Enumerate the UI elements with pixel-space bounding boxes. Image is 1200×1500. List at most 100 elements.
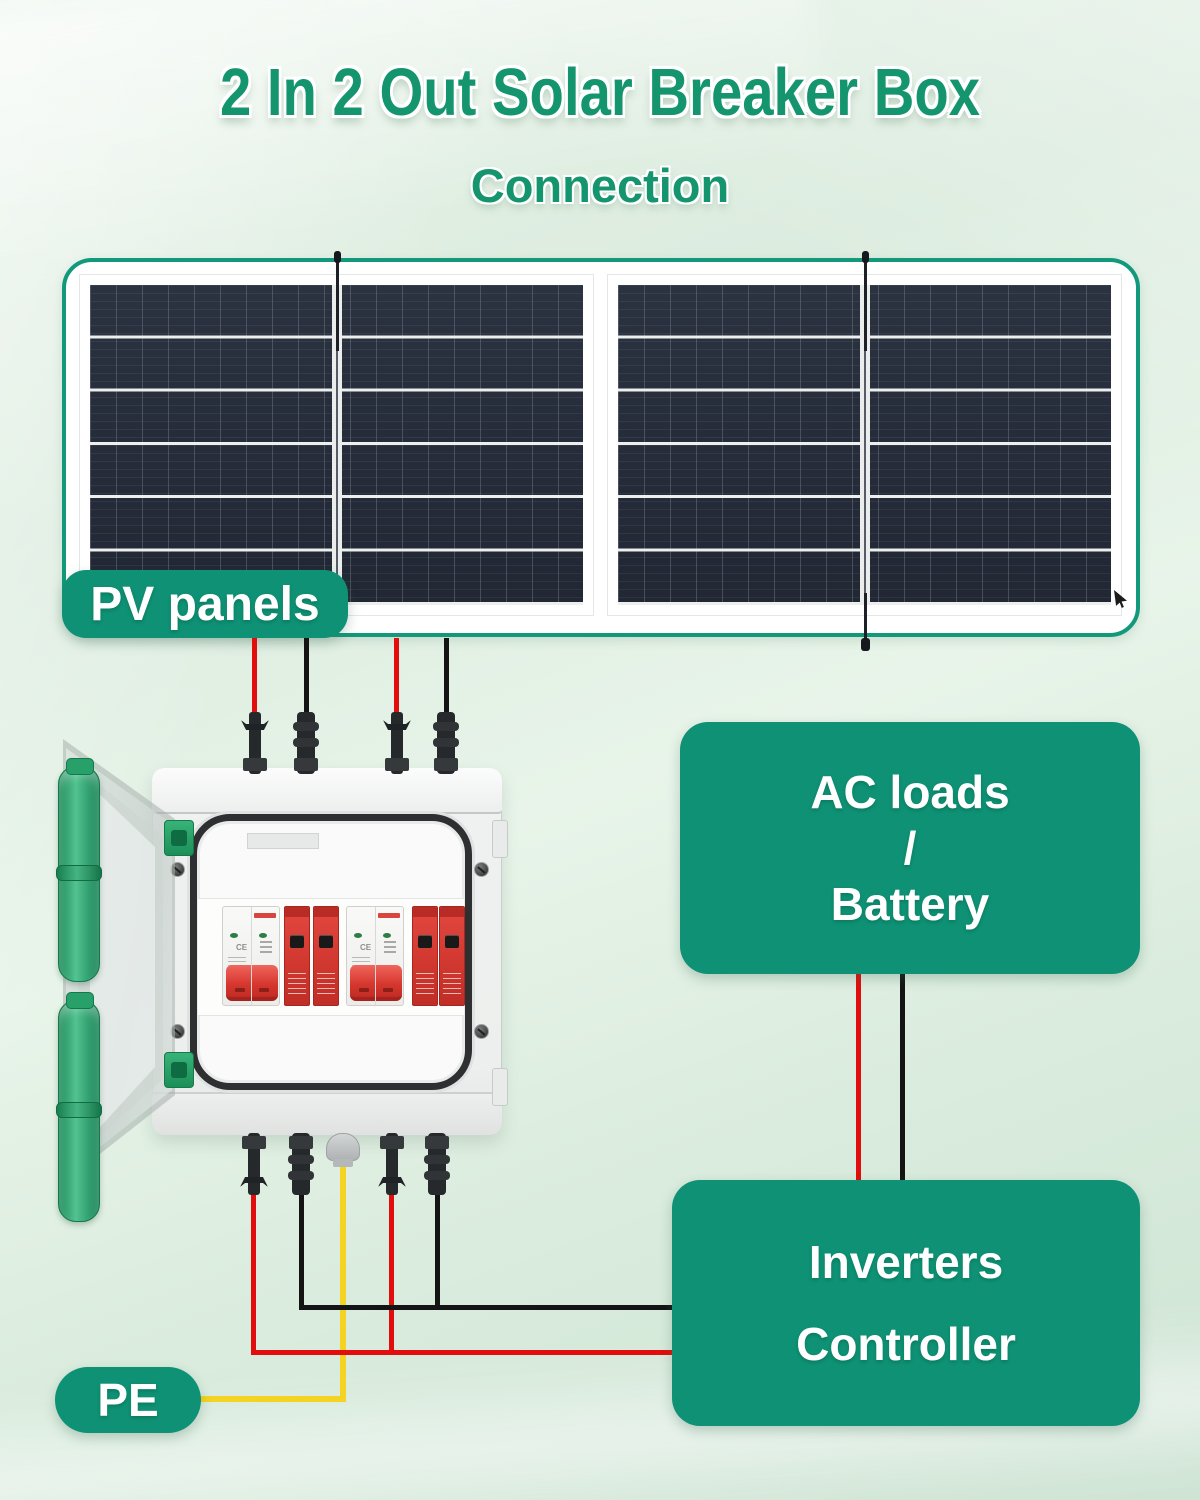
page-title: 2 In 2 Out Solar Breaker Box bbox=[219, 55, 981, 130]
breaker-spec-text bbox=[384, 941, 396, 955]
mc4-ring bbox=[424, 1171, 450, 1180]
pe-label-text: PE bbox=[97, 1374, 159, 1426]
mc4-clip bbox=[383, 720, 411, 730]
mc4-connector-female bbox=[432, 712, 460, 774]
door-latch-top bbox=[164, 820, 194, 856]
wire-out2-negative bbox=[435, 1175, 440, 1310]
wire-pv2-positive bbox=[394, 638, 399, 718]
mc4-clip bbox=[241, 720, 269, 730]
pv-panels-label: PV panels bbox=[62, 570, 348, 638]
wire-ac-negative bbox=[900, 972, 905, 1182]
breaker-toggle-handle bbox=[350, 965, 402, 1001]
mc4-nut bbox=[242, 1136, 266, 1149]
wire-pv1-negative bbox=[304, 638, 309, 718]
mc4-nut bbox=[380, 1136, 404, 1149]
mc4-ring bbox=[433, 722, 459, 731]
door-latch-bottom bbox=[164, 1052, 194, 1088]
mc4-ring bbox=[433, 738, 459, 747]
breaker-led bbox=[383, 933, 391, 938]
ac-loads-battery-box: AC loads / Battery bbox=[680, 722, 1140, 974]
inverters-box-line1: Inverters bbox=[808, 1236, 1004, 1288]
ac-box-line3: Battery bbox=[830, 878, 990, 930]
mc4-connector-male bbox=[378, 1133, 406, 1195]
mc4-ring bbox=[293, 738, 319, 747]
circuit-breaker-1: CE bbox=[222, 906, 280, 1006]
wire-pv2-negative bbox=[444, 638, 449, 718]
spd-status-window bbox=[445, 935, 459, 948]
panel-wire-lead bbox=[860, 593, 870, 651]
breaker-led bbox=[354, 933, 362, 938]
breaker-led bbox=[259, 933, 267, 938]
pv-array-frame bbox=[62, 251, 1140, 651]
solar-panel-center-rail bbox=[859, 285, 870, 605]
inverters-box-line2: Controller bbox=[796, 1318, 1016, 1370]
breaker-spec-text bbox=[228, 957, 246, 967]
mc4-ring bbox=[288, 1171, 314, 1180]
ce-mark: CE bbox=[360, 943, 372, 952]
page-subtitle: Connection bbox=[470, 159, 730, 212]
wire-negative-bus bbox=[299, 1305, 676, 1310]
surge-protector-2 bbox=[313, 906, 339, 1006]
mc4-ring bbox=[293, 722, 319, 731]
wire-ac-positive bbox=[856, 972, 861, 1182]
breaker-toggle-handle bbox=[226, 965, 278, 1001]
label-window bbox=[247, 833, 319, 849]
breaker-indicator-stripe bbox=[378, 913, 400, 918]
spd-cap bbox=[285, 907, 309, 917]
spd-cap bbox=[413, 907, 437, 917]
mc4-connector-male bbox=[383, 712, 411, 774]
spd-spec-text bbox=[317, 973, 335, 995]
mc4-connector-male bbox=[241, 712, 269, 774]
solar-panel-left bbox=[79, 251, 594, 616]
inverters-controller-box: Inverters Controller bbox=[672, 1180, 1140, 1426]
wire-positive-bus bbox=[251, 1350, 676, 1355]
background-light-streak bbox=[0, 0, 835, 289]
hinge-collar bbox=[56, 865, 102, 882]
surge-protector-3 bbox=[412, 906, 438, 1006]
surge-protector-4 bbox=[439, 906, 465, 1006]
ac-box-line1: AC loads bbox=[810, 766, 1010, 818]
mc4-connector-male bbox=[240, 1133, 268, 1195]
spd-spec-text bbox=[288, 973, 306, 995]
wire-out1-positive bbox=[251, 1175, 256, 1355]
breaker-box-base bbox=[152, 1092, 502, 1135]
wire-pe-run bbox=[198, 1396, 346, 1402]
mc4-nut bbox=[425, 1136, 449, 1149]
spd-spec-text bbox=[443, 973, 461, 995]
panel-wire-lead bbox=[333, 251, 341, 351]
mc4-nut bbox=[289, 1136, 313, 1149]
surge-protector-1 bbox=[284, 906, 310, 1006]
mc4-nut bbox=[294, 758, 318, 771]
pv-panels-label-text: PV panels bbox=[90, 577, 320, 631]
pe-label: PE bbox=[55, 1367, 201, 1433]
wire-pe-ground bbox=[340, 1158, 346, 1402]
breaker-indicator-stripe bbox=[254, 913, 276, 918]
solar-panel-right bbox=[607, 251, 1122, 651]
circuit-breaker-2: CE bbox=[346, 906, 404, 1006]
mc4-ring bbox=[424, 1155, 450, 1164]
panel-wire-lead bbox=[861, 251, 869, 351]
ce-mark: CE bbox=[236, 943, 248, 952]
door-hinge-top bbox=[56, 758, 102, 982]
mounting-tab bbox=[492, 1068, 508, 1106]
solar-panel-center-rail bbox=[331, 285, 342, 605]
breaker-spec-text bbox=[352, 957, 370, 967]
mc4-nut bbox=[434, 758, 458, 771]
spd-status-window bbox=[290, 935, 304, 948]
mc4-connector-female bbox=[292, 712, 320, 774]
cable-gland bbox=[326, 1133, 360, 1167]
mc4-connector-female bbox=[423, 1133, 451, 1195]
door-hinge-bottom bbox=[56, 992, 102, 1222]
hinge-collar bbox=[56, 1102, 102, 1119]
spd-spec-text bbox=[416, 973, 434, 995]
breaker-spec-text bbox=[260, 941, 272, 955]
spd-cap bbox=[440, 907, 464, 917]
mc4-nut bbox=[243, 758, 267, 771]
wire-out1-negative bbox=[299, 1175, 304, 1310]
breaker-box-lid bbox=[152, 768, 502, 814]
screw bbox=[474, 862, 489, 877]
spd-status-window bbox=[319, 935, 333, 948]
mc4-nut bbox=[385, 758, 409, 771]
spd-cap bbox=[314, 907, 338, 917]
